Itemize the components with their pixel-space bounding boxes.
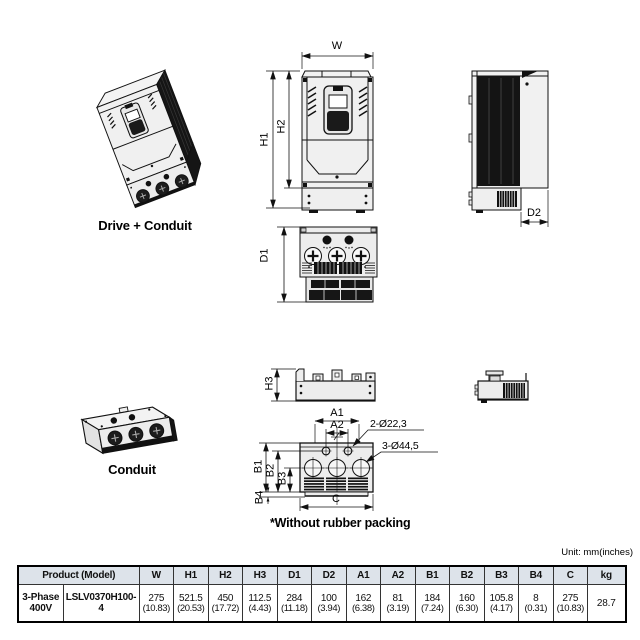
dim-label-w: W [331,40,343,52]
conduit-caption: Conduit [108,462,156,477]
col-header-kg: kg [587,565,627,585]
phase-label: 3-Phase [22,592,60,603]
value-cell-b3: 105.8(4.17) [483,584,520,623]
col-header-h2: H2 [207,565,244,585]
value-cell-c: 275(10.83) [552,584,589,623]
gland-holes-top [304,247,370,268]
top-view [299,226,378,303]
col-header-a1: A1 [345,565,382,585]
dim-label-b1: B1 [252,459,265,474]
front-view-dimensions [266,52,374,209]
dim-label-h3: H3 [263,376,276,391]
value-cell-b4: 8(0.31) [518,584,554,623]
dim-label-b2: B2 [264,463,277,478]
dim-label-d1: D1 [258,248,271,263]
col-header-w: W [138,565,175,585]
dim-label-c: C [332,493,340,505]
col-header-d2: D2 [311,565,347,585]
value-cell-d2: 100(3.94) [311,584,347,623]
unit-label: Unit: mm(inches) [561,547,633,558]
phase-cell: 3-Phase 400V [17,584,64,623]
conduit-profile-h3 [295,368,376,402]
col-header-b4: B4 [518,565,554,585]
value-cell-d1: 284(11.18) [276,584,313,623]
col-header-b1: B1 [414,565,451,585]
col-header-c: C [552,565,589,585]
dim-label-h1: H1 [258,132,271,147]
value-cell-h1: 521.5(20.53) [173,584,209,623]
dim-label-b3: B3 [276,471,289,486]
keypad [323,85,353,135]
col-header-a2: A2 [380,565,416,585]
table-data-row: 3-Phase 400V LSLV0370H100-4 275(10.83) 5… [17,584,627,623]
h3-dimensions [271,368,296,402]
value-cell-b2: 160(6.30) [449,584,485,623]
cable-glands [136,174,189,203]
dim-label-a1: A1 [330,407,344,419]
drive-conduit-isometric [95,69,202,209]
centerline-icon [331,432,343,441]
cable-glands [107,423,165,446]
value-cell-h3: 112.5(4.43) [242,584,278,623]
value-cell-b1: 184(7.24) [414,584,451,623]
callout-small-holes: 2-Ø22,3 [370,418,407,430]
side-view [468,70,549,213]
col-header-h3: H3 [242,565,278,585]
side-view-dimensions [520,190,549,227]
top-view-dimensions [277,226,306,303]
value-cell-w: 275(10.83) [138,584,175,623]
col-header-h1: H1 [173,565,209,585]
bottom-view-dimensions [259,418,438,511]
dimension-drawings: .dl{stroke:#111;stroke-width:0.8;fill:no… [80,52,549,511]
front-view [301,70,374,213]
weight-cell: 28.7 [587,584,627,623]
dim-label-b4: B4 [253,490,266,505]
keypad [120,102,149,139]
conduit-profile-right [474,370,529,403]
dim-label-a2: A2 [330,419,344,431]
rubber-packing-note: *Without rubber packing [270,516,411,530]
col-header-b3: B3 [483,565,520,585]
col-header-b2: B2 [449,565,485,585]
dim-label-d2: D2 [526,207,542,219]
dimensions-table: Product (Model) W H1 H2 H3 D1 D2 A1 A2 B… [17,565,627,623]
vent-grille [304,477,368,491]
callout-large-holes: 3-Ø44,5 [382,440,419,452]
voltage-label: 400V [29,603,53,614]
col-header-d1: D1 [276,565,313,585]
value-cell-a2: 81(3.19) [380,584,416,623]
model-cell: LSLV0370H100-4 [62,584,140,623]
product-header-cell: Product (Model) [17,565,140,585]
drive-conduit-caption: Drive + Conduit [98,218,192,233]
table-header-row: Product (Model) W H1 H2 H3 D1 D2 A1 A2 B… [17,565,627,585]
value-cell-h2: 450(17.72) [207,584,244,623]
value-cell-a1: 162(6.38) [345,584,382,623]
dim-label-h2: H2 [275,119,288,134]
conduit-isometric [80,406,178,455]
